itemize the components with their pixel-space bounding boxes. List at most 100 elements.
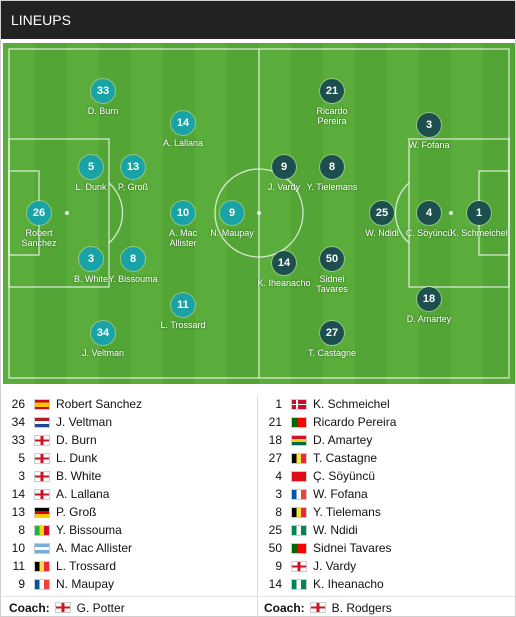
- lineup-row[interactable]: 18 D. Amartey: [258, 431, 514, 449]
- row-player-name[interactable]: T. Castagne: [313, 451, 378, 465]
- lineup-row[interactable]: 50 Sidnei Tavares: [258, 539, 514, 557]
- row-player-name[interactable]: L. Dunk: [56, 451, 98, 465]
- shirt-number: 8: [320, 155, 344, 179]
- row-number: 8: [275, 505, 282, 519]
- row-player-name[interactable]: J. Veltman: [56, 415, 113, 429]
- netherlands-flag-icon: [34, 417, 50, 428]
- row-player-name[interactable]: D. Amartey: [313, 433, 373, 447]
- england-flag-icon: [309, 602, 326, 613]
- player-name: Robert Sanchez: [21, 228, 57, 248]
- france-flag-icon: [291, 489, 307, 500]
- shirt-number: 9: [272, 155, 296, 179]
- row-player-name[interactable]: L. Trossard: [56, 559, 117, 573]
- row-player-name[interactable]: Robert Sanchez: [56, 397, 143, 411]
- shirt-number: 25: [370, 201, 394, 225]
- lineup-row[interactable]: 21 Ricardo Pereira: [258, 413, 514, 431]
- row-player-name[interactable]: K. Iheanacho: [313, 577, 384, 591]
- lineup-row[interactable]: 26 Robert Sanchez: [1, 395, 257, 413]
- shirt-number: 10: [171, 201, 195, 225]
- row-player-name[interactable]: K. Schmeichel: [313, 397, 390, 411]
- row-player-name[interactable]: B. White: [56, 469, 102, 483]
- lineup-row[interactable]: 10 A. Mac Allister: [1, 539, 257, 557]
- row-player-name[interactable]: W. Fofana: [313, 487, 368, 501]
- row-number: 21: [268, 415, 282, 429]
- coach-label: Coach:: [264, 601, 305, 615]
- row-player-name[interactable]: P. Groß: [56, 505, 97, 519]
- coach-separator: [1, 596, 515, 597]
- player-name: J. Vardy: [267, 182, 301, 192]
- row-player-name[interactable]: N. Maupay: [56, 577, 115, 591]
- row-player-name[interactable]: Y. Bissouma: [56, 523, 122, 537]
- row-player-name[interactable]: Ç. Söyüncü: [313, 469, 376, 483]
- germany-flag-icon: [34, 507, 50, 518]
- lineup-row[interactable]: 13 P. Groß: [1, 503, 257, 521]
- row-player-name[interactable]: Y. Tielemans: [313, 505, 381, 519]
- row-player-name[interactable]: A. Lallana: [56, 487, 110, 501]
- belgium-flag-icon: [34, 561, 50, 572]
- row-number: 13: [11, 505, 25, 519]
- row-number: 8: [18, 523, 25, 537]
- row-number: 25: [268, 523, 282, 537]
- row-player-name[interactable]: Ricardo Pereira: [313, 415, 397, 429]
- away-player-marker[interactable]: 9 J. Vardy: [239, 155, 329, 192]
- ghana-flag-icon: [291, 435, 307, 446]
- player-name: D. Burn: [87, 106, 119, 116]
- shirt-number: 1: [467, 201, 491, 225]
- row-number: 50: [268, 541, 282, 555]
- row-player-name[interactable]: W. Ndidi: [313, 523, 358, 537]
- row-number: 9: [275, 559, 282, 573]
- player-name: Y. Bissouma: [108, 274, 158, 284]
- england-flag-icon: [34, 471, 50, 482]
- lineup-row[interactable]: 8 Y. Bissouma: [1, 521, 257, 539]
- away-coach: Coach:B. Rodgers: [264, 599, 392, 617]
- lineup-row[interactable]: 25 W. Ndidi: [258, 521, 514, 539]
- coach-label: Coach:: [9, 601, 50, 615]
- row-number: 10: [11, 541, 25, 555]
- row-number: 18: [268, 433, 282, 447]
- row-player-name[interactable]: A. Mac Allister: [56, 541, 133, 555]
- home-coach-name: G. Potter: [76, 601, 125, 615]
- player-name: P. Groß: [117, 182, 149, 192]
- lineup-row[interactable]: 9 J. Vardy: [258, 557, 514, 575]
- row-player-name[interactable]: Sidnei Tavares: [313, 541, 392, 555]
- portugal-flag-icon: [291, 543, 307, 554]
- row-player-name[interactable]: D. Burn: [56, 433, 97, 447]
- row-number: 26: [11, 397, 25, 411]
- row-player-name[interactable]: J. Vardy: [313, 559, 357, 573]
- player-name: Ricardo Pereira: [316, 106, 348, 126]
- lineup-row[interactable]: 8 Y. Tielemans: [258, 503, 514, 521]
